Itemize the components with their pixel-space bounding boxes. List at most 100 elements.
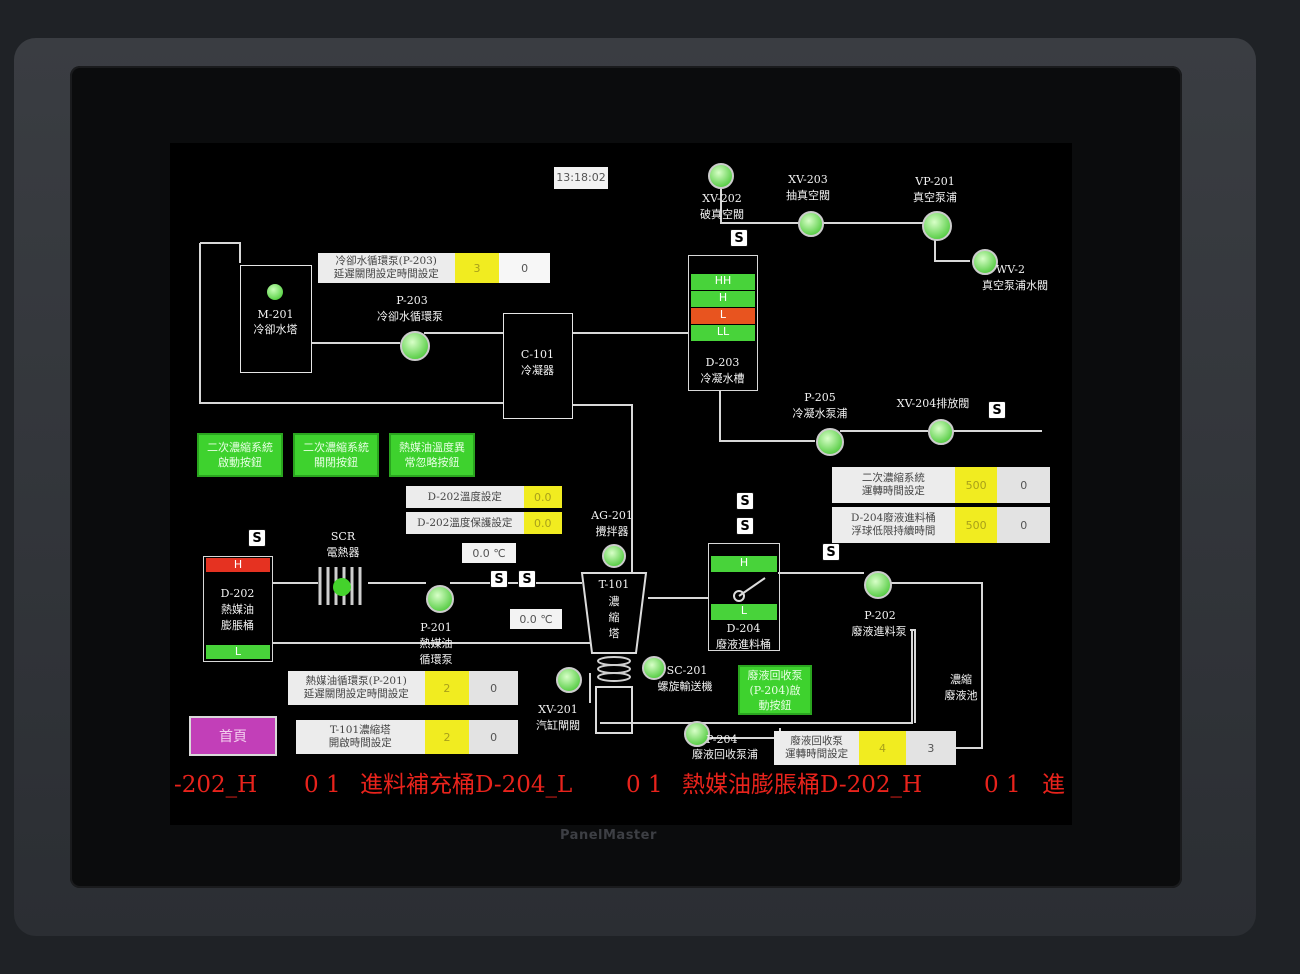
d203-level-h: H [691, 291, 755, 307]
p201-delay-setting[interactable]: 熱媒油循環泵(P-201)延遲關閉設定時間設定 2 0 [288, 671, 518, 705]
secondary-stop-button[interactable]: 二次濃縮系統關閉按鈕 [293, 433, 379, 477]
xv204-label: XV-204排放閥 [896, 397, 970, 410]
m201-cooling-tower[interactable]: M-201 冷卻水塔 [240, 265, 312, 373]
p204-name: 廢液回收泵浦 [692, 748, 758, 761]
t101-column-shape[interactable] [578, 571, 650, 737]
t101-start-label1: T-101濃縮塔 [329, 724, 391, 736]
d202-level-l: L [206, 645, 270, 659]
sc201-tag: SC-201 [666, 664, 708, 677]
p204-run-set[interactable]: 4 [859, 731, 906, 765]
xv201-tag: XV-201 [538, 703, 578, 716]
d204-level-h: H [711, 556, 777, 572]
oil-temp-override-button[interactable]: 熱媒油溫度異常忽略按鈕 [389, 433, 475, 477]
p204-run-setting[interactable]: 廢液回收泵運轉時間設定 4 3 [774, 731, 956, 765]
d202-temp-label: D-202溫度設定 [406, 486, 524, 508]
ag201-agitator-icon[interactable] [602, 544, 626, 568]
p203-delay-set[interactable]: 3 [454, 253, 500, 283]
s-badge[interactable]: S [518, 570, 536, 588]
p201-delay-label1: 熱媒油循環泵(P-201) [305, 675, 407, 687]
d204-float-label1: D-204廢液進料桶 [851, 512, 936, 524]
wv2-name: 真空泵浦水閥 [982, 279, 1048, 292]
p204-run-label1: 廢液回收泵 [790, 735, 843, 747]
d202-hold-setting[interactable]: D-202溫度保護設定 0.0 [406, 512, 562, 534]
d204-float-setting[interactable]: D-204廢液進料桶浮球低限持續時間 500 0 [832, 507, 1050, 543]
d204-tag: D-204 [726, 622, 761, 635]
vp201-name: 真空泵浦 [913, 191, 957, 204]
secondary-run-label1: 二次濃縮系統 [861, 472, 925, 484]
sc201-conveyor-icon[interactable] [642, 656, 666, 680]
p202-pump-icon[interactable] [864, 571, 892, 599]
p205-pump-icon[interactable] [816, 428, 844, 456]
piping-diagram [199, 188, 1042, 749]
d202-name1: 熱媒油 [221, 603, 254, 616]
p204-start-button[interactable]: 廢液回收泵(P-204)啟動按鈕 [738, 665, 812, 715]
d202-tag: D-202 [220, 587, 255, 600]
t101-start-setting[interactable]: T-101濃縮塔開啟時間設定 2 0 [296, 720, 518, 754]
scr-heater-icon[interactable] [316, 563, 368, 609]
c101-condenser[interactable]: C-101 冷凝器 [503, 313, 573, 419]
pipe-c101-to-t101 [573, 404, 633, 573]
secondary-run-setting[interactable]: 二次濃縮系統運轉時間設定 500 0 [832, 467, 1050, 503]
secondary-start-button[interactable]: 二次濃縮系統啟動按鈕 [197, 433, 283, 477]
ag201-tag: AG-201 [591, 509, 633, 522]
p201-delay-set[interactable]: 2 [424, 671, 470, 705]
p201-delay-value: 0 [469, 671, 518, 705]
d204-feed-tank[interactable]: H L D-204 廢液進料桶 [708, 543, 780, 651]
ag201-name: 攪拌器 [595, 525, 629, 538]
d203-tag: D-203 [705, 356, 740, 369]
ticker-segment-7: 進 [1042, 772, 1065, 798]
p204-run-value: 3 [905, 731, 956, 765]
ticker-segment-2: 0 1 [304, 772, 341, 798]
d202-temp-value[interactable]: 0.0 [523, 486, 562, 508]
sc201-name: 螺旋輸送機 [657, 680, 713, 693]
t101-char-2: 縮 [608, 611, 620, 624]
d203-level-hh: HH [691, 274, 755, 290]
d202-temp-setting[interactable]: D-202溫度設定 0.0 [406, 486, 562, 508]
brand-logo: PanelMaster [560, 828, 657, 843]
p201-name1: 熱媒油 [419, 637, 453, 650]
p201-pump-icon[interactable] [426, 585, 454, 613]
p201-tag: P-201 [420, 621, 452, 634]
s-badge[interactable]: S [730, 229, 748, 247]
float-switch-icon [733, 577, 766, 602]
s-badge[interactable]: S [822, 543, 840, 561]
s-badge[interactable]: S [248, 529, 266, 547]
vp201-pump-icon[interactable] [922, 211, 952, 241]
d203-condensate-tank[interactable]: HH H L LL D-203 冷凝水槽 [688, 255, 758, 391]
xv202-tag: XV-202 [702, 192, 742, 205]
ticker-segment-4: 0 1 [626, 772, 663, 798]
pond-name1: 濃縮 [950, 673, 972, 686]
p201-delay-label2: 延遲關閉設定時間設定 [303, 688, 409, 700]
d204-float-set[interactable]: 500 [954, 507, 998, 543]
xv203-valve-icon[interactable] [798, 211, 824, 237]
s-badge[interactable]: S [988, 401, 1006, 419]
xv203-name: 抽真空閥 [786, 189, 830, 202]
vp201-tag: VP-201 [915, 175, 955, 188]
t101-char-3: 塔 [608, 627, 620, 640]
scr-name: 電熱器 [326, 546, 360, 559]
xv201-valve-icon[interactable] [556, 667, 582, 693]
temp-b-value: 0.0 [519, 612, 537, 626]
xv203-tag: XV-203 [788, 173, 828, 186]
d203-name: 冷凝水槽 [700, 372, 745, 385]
d202-expansion-tank[interactable]: H D-202 熱媒油 膨脹桶 L [203, 556, 273, 662]
p203-pump-icon[interactable] [400, 331, 430, 361]
s-badge[interactable]: S [736, 517, 754, 535]
d202-hold-value[interactable]: 0.0 [523, 512, 562, 534]
d204-level-l: L [711, 604, 777, 620]
home-button[interactable]: 首頁 [189, 716, 277, 756]
ticker-segment-1: -202_H [174, 772, 258, 798]
xv202-valve-icon[interactable] [708, 163, 734, 189]
p204-pump-icon[interactable] [684, 721, 710, 747]
s-badge[interactable]: S [736, 492, 754, 510]
xv204-valve-icon[interactable] [928, 419, 954, 445]
secondary-run-set[interactable]: 500 [954, 467, 998, 503]
p203-delay-setting[interactable]: 冷卻水循環泵(P-203)延遲關閉設定時間設定 3 0 [318, 253, 550, 283]
t101-start-set[interactable]: 2 [424, 720, 470, 754]
status-lamp [267, 284, 283, 300]
wv2-valve-icon[interactable] [972, 249, 998, 275]
hmi-screen: 13:18:02 M-201 冷卻水塔 P-203 冷卻水循環泵 冷卻水循環泵(… [170, 143, 1072, 825]
s-badge[interactable]: S [490, 570, 508, 588]
temp-a-value: 0.0 [472, 546, 490, 560]
secondary-run-value: 0 [997, 467, 1050, 503]
